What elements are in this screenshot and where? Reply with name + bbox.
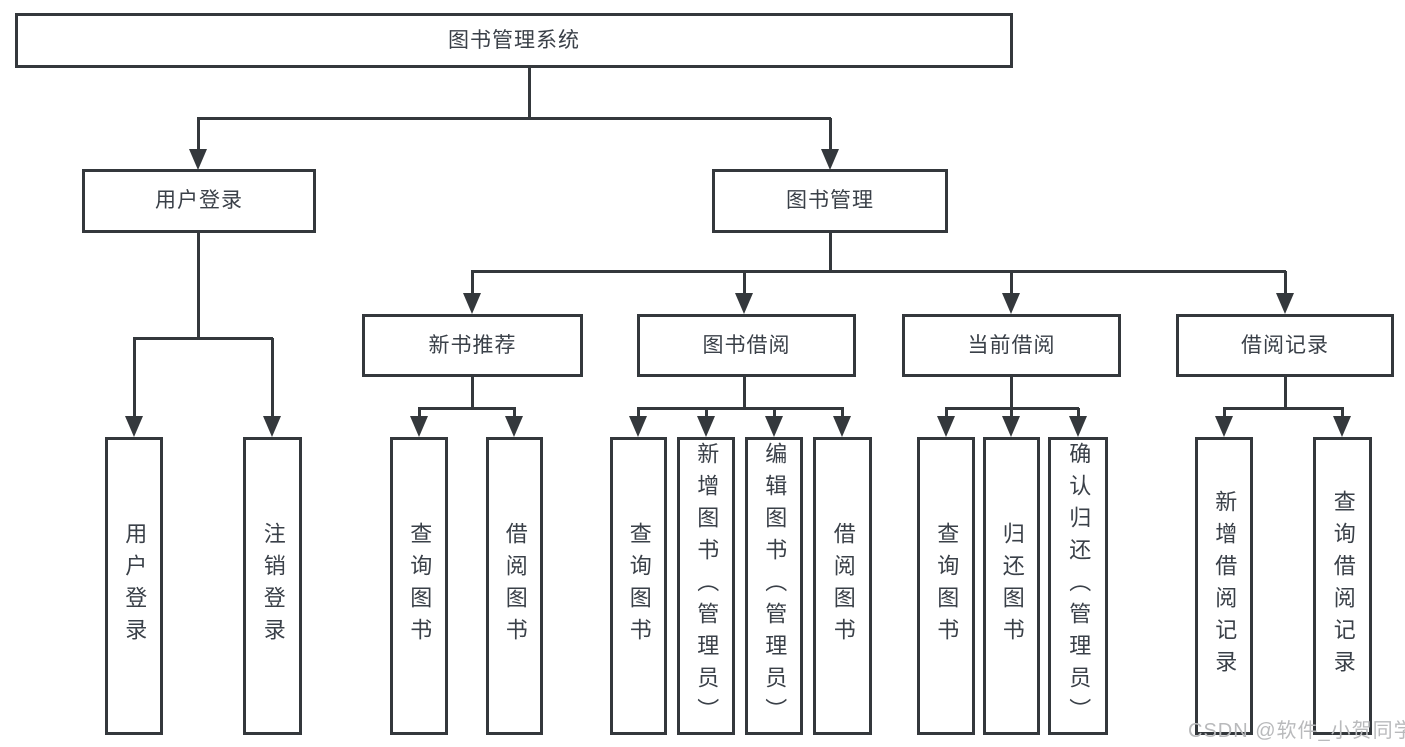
connector-line — [197, 118, 200, 150]
connector-line — [705, 408, 708, 419]
connector-line — [1010, 271, 1013, 296]
connector-arrow — [1276, 293, 1294, 314]
leaf-borrow-add-books-admin: 新增图书（管理员） — [677, 437, 735, 735]
connector-line — [1284, 377, 1287, 408]
connector-line — [1077, 408, 1080, 419]
leaf-record-query-borrow-record: 查询借阅记录 — [1313, 437, 1372, 735]
connector-line — [841, 408, 844, 419]
connector-line — [637, 407, 844, 410]
leaf-newbook-borrow-books: 借阅图书 — [486, 437, 543, 735]
connector-arrow — [735, 293, 753, 314]
leaf-borrow-borrow-books-label: 借阅图书 — [830, 522, 856, 650]
leaf-record-add-borrow-record: 新增借阅记录 — [1195, 437, 1253, 735]
connector-line — [528, 68, 531, 118]
leaf-current-return-books-label: 归还图书 — [999, 522, 1025, 650]
connector-line — [1284, 271, 1287, 296]
node-book-management: 图书管理 — [712, 169, 948, 233]
connector-line — [1341, 408, 1344, 419]
connector-arrow — [833, 416, 851, 437]
leaf-record-add-borrow-record-label: 新增借阅记录 — [1212, 490, 1238, 682]
node-user-login: 用户登录 — [82, 169, 316, 233]
connector-line — [773, 408, 776, 419]
connector-line — [829, 118, 832, 150]
connector-arrow — [410, 416, 428, 437]
connector-line — [513, 408, 516, 419]
connector-arrow — [505, 416, 523, 437]
connector-arrow — [821, 149, 839, 170]
connector-arrow — [125, 416, 143, 437]
connector-line — [1223, 408, 1226, 419]
connector-line — [471, 270, 1286, 273]
leaf-newbook-query-books-label: 查询图书 — [407, 522, 433, 650]
node-user-login-label: 用户登录 — [155, 189, 243, 213]
node-borrow-record-label: 借阅记录 — [1241, 333, 1329, 357]
connector-arrow — [765, 416, 783, 437]
leaf-user-login-label: 用户登录 — [122, 522, 148, 650]
connector-line — [471, 377, 474, 408]
connector-line — [271, 338, 274, 419]
leaf-borrow-edit-books-admin-label: 编辑图书（管理员） — [762, 442, 788, 730]
connector-arrow — [629, 416, 647, 437]
leaf-current-query-books-label: 查询图书 — [934, 522, 960, 650]
connector-arrow — [1215, 416, 1233, 437]
connector-arrow — [1069, 416, 1087, 437]
connector-line — [945, 408, 948, 419]
node-new-book-recommend: 新书推荐 — [362, 314, 583, 377]
connector-arrow — [937, 416, 955, 437]
leaf-newbook-borrow-books-label: 借阅图书 — [502, 522, 528, 650]
node-root: 图书管理系统 — [15, 13, 1013, 68]
connector-line — [1010, 377, 1013, 408]
leaf-record-query-borrow-record-label: 查询借阅记录 — [1330, 490, 1356, 682]
connector-arrow — [1002, 416, 1020, 437]
node-book-management-label: 图书管理 — [786, 189, 874, 213]
connector-line — [1223, 407, 1344, 410]
leaf-logout-label: 注销登录 — [260, 522, 286, 650]
leaf-borrow-query-books: 查询图书 — [610, 437, 667, 735]
node-book-borrow: 图书借阅 — [637, 314, 856, 377]
leaf-logout: 注销登录 — [243, 437, 302, 735]
leaf-newbook-query-books: 查询图书 — [390, 437, 448, 735]
leaf-borrow-borrow-books: 借阅图书 — [813, 437, 872, 735]
leaf-borrow-add-books-admin-label: 新增图书（管理员） — [694, 442, 720, 730]
leaf-borrow-edit-books-admin: 编辑图书（管理员） — [745, 437, 803, 735]
connector-arrow — [697, 416, 715, 437]
node-borrow-record: 借阅记录 — [1176, 314, 1394, 377]
connector-line — [637, 408, 640, 419]
leaf-user-login: 用户登录 — [105, 437, 163, 735]
leaf-current-return-books: 归还图书 — [983, 437, 1040, 735]
connector-line — [133, 338, 136, 419]
connector-arrow — [189, 149, 207, 170]
leaf-current-confirm-return-admin-label: 确认归还（管理员） — [1066, 442, 1092, 730]
connector-line — [743, 377, 746, 408]
connector-arrow — [263, 416, 281, 437]
connector-line — [197, 117, 831, 120]
node-root-label: 图书管理系统 — [448, 28, 580, 52]
connector-line — [471, 271, 474, 296]
connector-line — [197, 233, 200, 338]
node-current-borrow-label: 当前借阅 — [967, 333, 1056, 357]
connector-line — [418, 407, 516, 410]
connector-line — [829, 233, 832, 271]
leaf-current-query-books: 查询图书 — [917, 437, 975, 735]
connector-arrow — [1333, 416, 1351, 437]
connector-line — [133, 337, 273, 340]
leaf-borrow-query-books-label: 查询图书 — [626, 522, 652, 650]
node-new-book-recommend-label: 新书推荐 — [428, 333, 517, 357]
leaf-current-confirm-return-admin: 确认归还（管理员） — [1048, 437, 1108, 735]
connector-arrow — [1002, 293, 1020, 314]
connector-line — [1010, 408, 1013, 419]
connector-line — [743, 271, 746, 296]
watermark: CSDN @软件_小贺同学 — [1188, 720, 1405, 742]
connector-line — [418, 408, 421, 419]
node-book-borrow-label: 图书借阅 — [702, 333, 791, 357]
node-current-borrow: 当前借阅 — [902, 314, 1121, 377]
connector-arrow — [463, 293, 481, 314]
